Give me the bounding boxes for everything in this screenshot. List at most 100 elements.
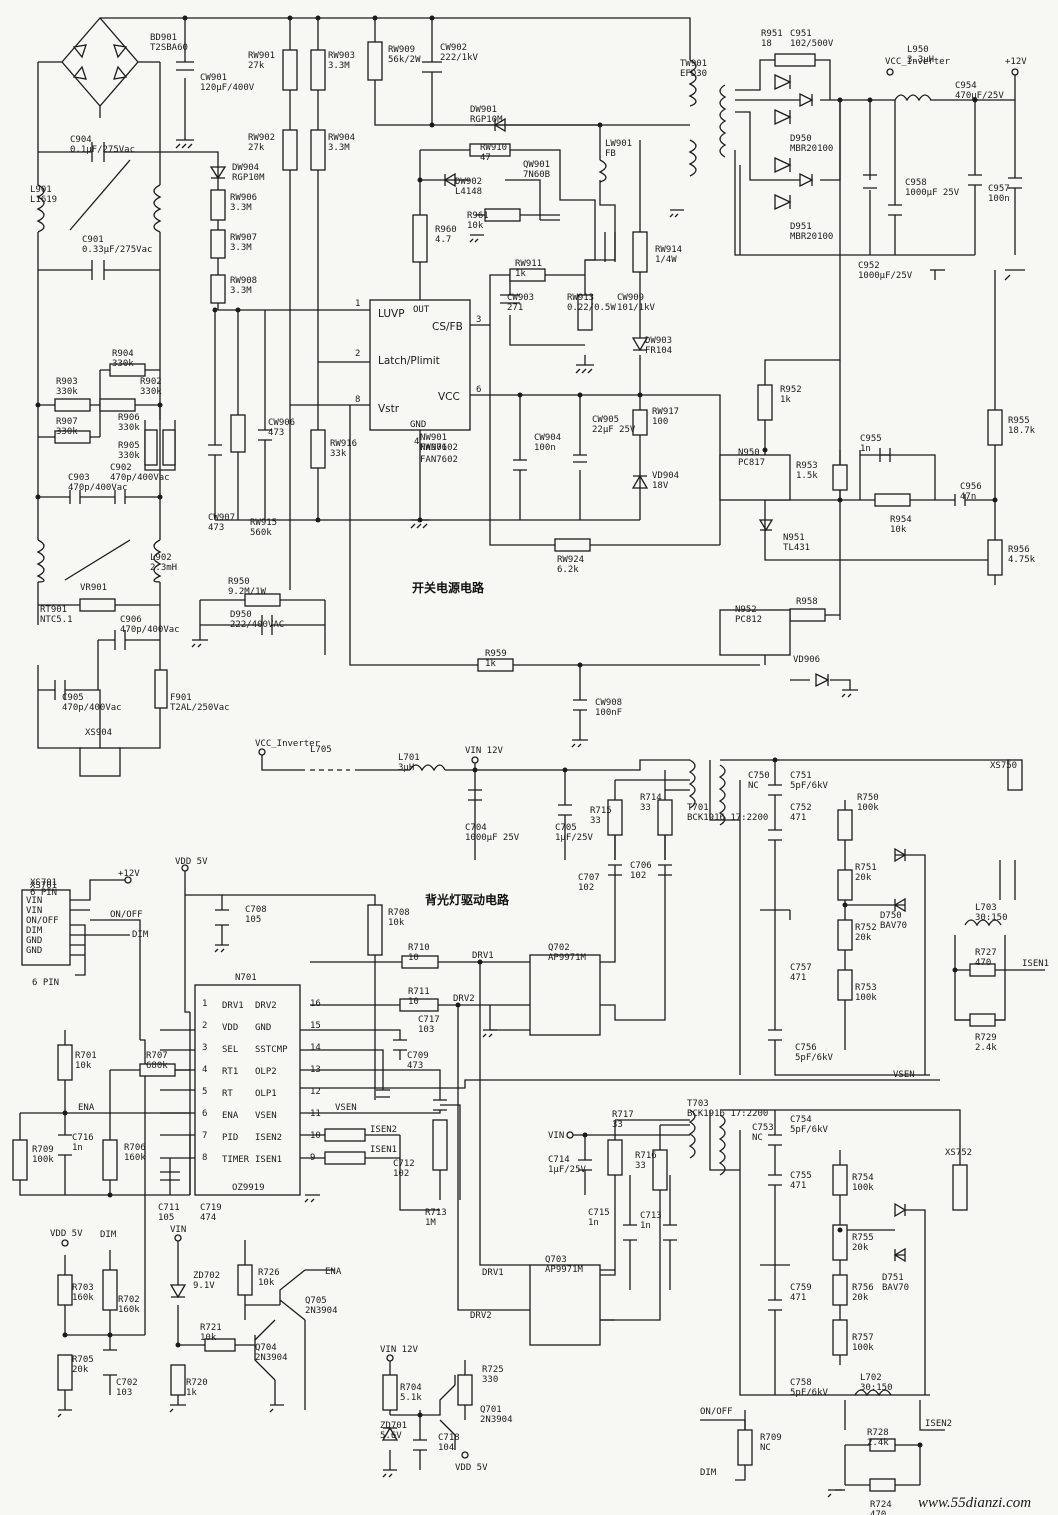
part-ref-r708: R708 xyxy=(388,908,410,918)
part-value-rw908: 3.3M xyxy=(230,286,252,296)
xs752-body xyxy=(952,1164,968,1211)
part-ref-dw904: DW904 xyxy=(232,163,259,173)
part-ref-c709: C709 xyxy=(407,1051,429,1061)
part-value-c719: 474 xyxy=(200,1213,216,1223)
oz9919-pin-vsen: VSEN xyxy=(255,1111,277,1121)
rail-vin-c: VIN xyxy=(170,1225,186,1235)
part-value-q705: 2N3904 xyxy=(305,1306,338,1316)
part-ref-l703: L703 xyxy=(975,903,997,913)
power-section-title: 开关电源电路 xyxy=(412,580,485,595)
fan7602-pin-vcc: VCC xyxy=(438,391,460,403)
part-ref-dw902: DW902 xyxy=(455,177,482,187)
part-ref-cw909: CW909 xyxy=(617,293,644,303)
part-value-r715: 33 xyxy=(590,816,601,826)
part-ref-r711: R711 xyxy=(408,987,430,997)
oz9919-pin-num-6: 6 xyxy=(202,1109,207,1119)
fan7602-pin-num-4: 4 xyxy=(414,437,419,447)
resistor xyxy=(652,1149,668,1191)
terminals xyxy=(61,68,1019,1459)
resistor xyxy=(204,1338,236,1352)
resistor xyxy=(79,598,116,612)
xs701-pin-3: DIM xyxy=(26,926,43,936)
resistor xyxy=(469,143,511,157)
part-ref-r726: R726 xyxy=(258,1268,280,1278)
part-value-c753: NC xyxy=(752,1133,763,1143)
power-part-labels: BD901T2SBA60CW901120μF/400VC9040.1μF/275… xyxy=(30,29,1036,738)
resistor xyxy=(399,998,439,1012)
ground-symbols xyxy=(57,139,1025,1498)
part-ref-bd901: BD901 xyxy=(150,33,177,43)
q703-body xyxy=(529,1264,601,1346)
part-value-dw903: FR104 xyxy=(645,346,672,356)
net-vsen: VSEN xyxy=(893,1070,915,1080)
part-value-l901: L1619 xyxy=(30,195,57,205)
diode xyxy=(631,474,649,489)
part-value-rw924: 6.2k xyxy=(557,565,579,575)
part-value-vd904: 18V xyxy=(652,481,669,491)
part-ref-l950: L950 xyxy=(907,45,929,55)
resistor xyxy=(832,1164,848,1196)
oz9919-pin-olp2: OLP2 xyxy=(255,1067,277,1077)
pc817-body xyxy=(719,454,791,501)
part-ref-rw909: RW909 xyxy=(388,45,415,55)
part-ref-r757: R757 xyxy=(852,1333,874,1343)
part-value-cw902: 222/1kV xyxy=(440,53,479,63)
ic-oz9919-body xyxy=(194,984,301,1196)
resistor xyxy=(12,1139,28,1181)
part-value-r721: 10k xyxy=(200,1333,217,1343)
part-ref-r710: R710 xyxy=(408,943,430,953)
resistor xyxy=(144,429,158,466)
part-ref-c957: C957 xyxy=(988,184,1010,194)
part-ref-lw901: LW901 xyxy=(605,139,632,149)
part-value-r754: 100k xyxy=(852,1183,874,1193)
part-ref-r951: R951 xyxy=(761,29,783,39)
part-value-dw901: RGP10M xyxy=(470,115,503,125)
resistor xyxy=(632,231,648,273)
part-ref-c718: C718 xyxy=(438,1433,460,1443)
part-value-c711: 105 xyxy=(158,1213,174,1223)
oz9919-pin-num-2: 2 xyxy=(202,1021,207,1031)
part-ref-d950: D950 xyxy=(790,134,812,144)
xs701-note: 6 PIN xyxy=(32,978,59,988)
part-value-r904: 330k xyxy=(112,359,134,369)
part-value-r951: 18 xyxy=(761,39,772,49)
part-ref-r702: R702 xyxy=(118,1295,140,1305)
xs701-pin-2: ON/OFF xyxy=(26,916,59,926)
resistor xyxy=(367,41,383,81)
component-bodies xyxy=(12,41,1023,1492)
part-ref-c754: C754 xyxy=(790,1115,812,1125)
part-value-d750: BAV70 xyxy=(880,921,907,931)
part-value-r751: 20k xyxy=(855,873,872,883)
resistor xyxy=(382,1374,398,1411)
part-value-c752: 471 xyxy=(790,813,806,823)
resistor xyxy=(837,809,853,841)
ic-fan7602-body xyxy=(369,299,471,431)
resistor xyxy=(832,464,848,491)
part-value-c754: 5pF/6kV xyxy=(790,1125,829,1135)
part-value-c951: 102/500V xyxy=(790,39,834,49)
diode xyxy=(72,65,87,80)
part-ref-r902: R902 xyxy=(140,377,162,387)
coil xyxy=(688,59,697,107)
resistor xyxy=(102,1139,118,1181)
part-value-c958: 1000μF 25V xyxy=(905,188,960,198)
part-ref-c702: C702 xyxy=(116,1378,138,1388)
part-ref-q704: Q704 xyxy=(255,1343,277,1353)
part-ref-zd701: ZD701 xyxy=(380,1421,407,1431)
fan7602-out: OUT xyxy=(413,305,430,315)
part-ref-c750: C750 xyxy=(748,771,770,781)
part-ref-n951: N951 xyxy=(783,533,805,543)
oz9919-pin-num-11: 11 xyxy=(310,1109,321,1119)
part-value-rw913: 0.22/0.5W xyxy=(567,303,616,313)
part-value-r704: 5.1k xyxy=(400,1393,422,1403)
part-ref-c952: C952 xyxy=(858,261,880,271)
part-value-d950: MBR20100 xyxy=(790,144,833,154)
part-value-cw906: 473 xyxy=(268,428,284,438)
part-value-rw904: 3.3M xyxy=(328,143,350,153)
part-ref-d950: D950 xyxy=(230,610,252,620)
net-onoff: ON/OFF xyxy=(110,910,143,920)
part-value-n950: PC817 xyxy=(738,458,765,468)
fan7602-labels: LUVP1Latch/Plimit2Vstr8CS/FB3VCC6OUTGND4… xyxy=(355,299,481,465)
part-value-c956: 47n xyxy=(960,492,976,502)
